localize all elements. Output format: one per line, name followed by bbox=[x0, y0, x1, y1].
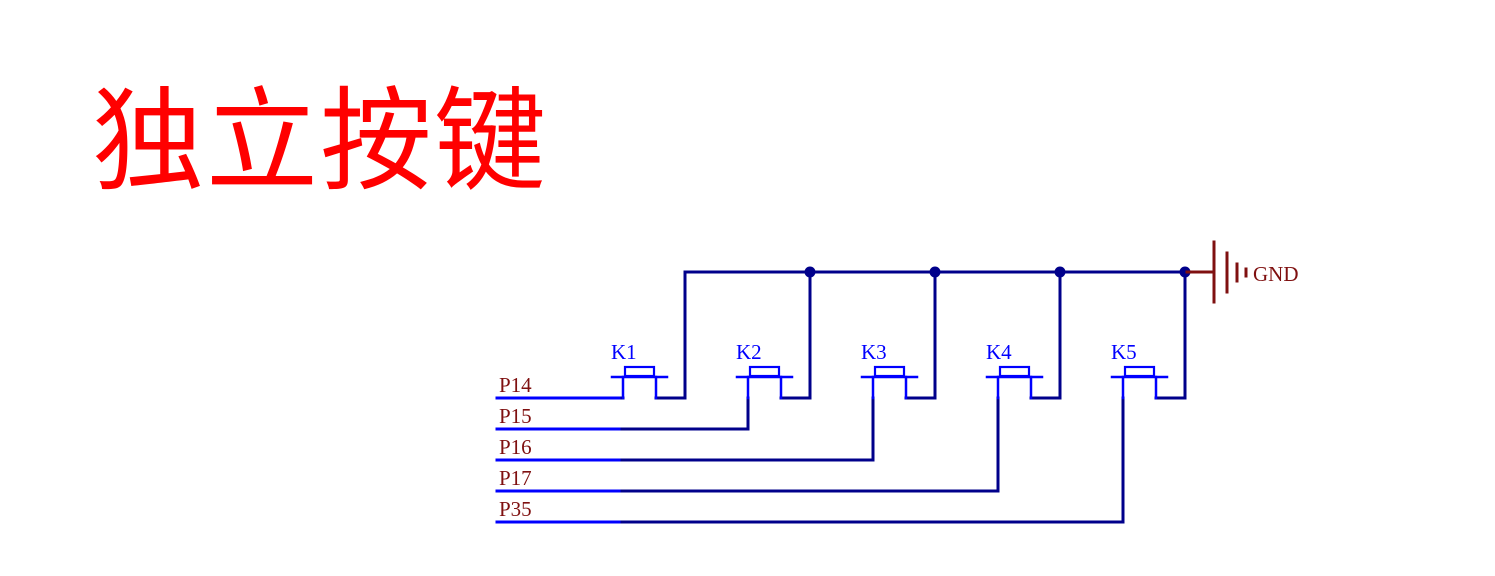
k4-junction-dot bbox=[1054, 266, 1066, 278]
gnd-label: GND bbox=[1253, 262, 1299, 286]
k2-plunger bbox=[748, 365, 781, 378]
junctions bbox=[804, 266, 1191, 278]
net-label-p35: P35 bbox=[499, 497, 532, 521]
k3-plunger bbox=[873, 365, 906, 378]
net-label-p14: P14 bbox=[499, 373, 532, 397]
k1-ref-label: K1 bbox=[611, 340, 637, 364]
net-label-p16: P16 bbox=[499, 435, 532, 459]
k5-junction-dot bbox=[1179, 266, 1191, 278]
k4-plunger bbox=[998, 365, 1031, 378]
net-label-p17: P17 bbox=[499, 466, 532, 490]
k3-junction-dot bbox=[929, 266, 941, 278]
k4-ref-label: K4 bbox=[986, 340, 1012, 364]
k1-plunger bbox=[623, 365, 656, 378]
pushbutton-switch-k5 bbox=[1110, 365, 1169, 400]
pushbutton-switch-k3 bbox=[860, 365, 919, 400]
pushbutton-switch-k4 bbox=[985, 365, 1044, 400]
k2-ref-label: K2 bbox=[736, 340, 762, 364]
k5-ref-label: K5 bbox=[1111, 340, 1137, 364]
pushbutton-switch-k1 bbox=[610, 365, 669, 400]
pushbutton-switch-k2 bbox=[735, 365, 794, 400]
k2-junction-dot bbox=[804, 266, 816, 278]
wires bbox=[495, 270, 1189, 524]
page-title: 独立按键 bbox=[92, 77, 548, 207]
net-label-p15: P15 bbox=[499, 404, 532, 428]
switches bbox=[610, 365, 1169, 400]
ground-symbol-icon bbox=[1185, 240, 1248, 304]
k5-plunger bbox=[1123, 365, 1156, 378]
k3-ref-label: K3 bbox=[861, 340, 887, 364]
